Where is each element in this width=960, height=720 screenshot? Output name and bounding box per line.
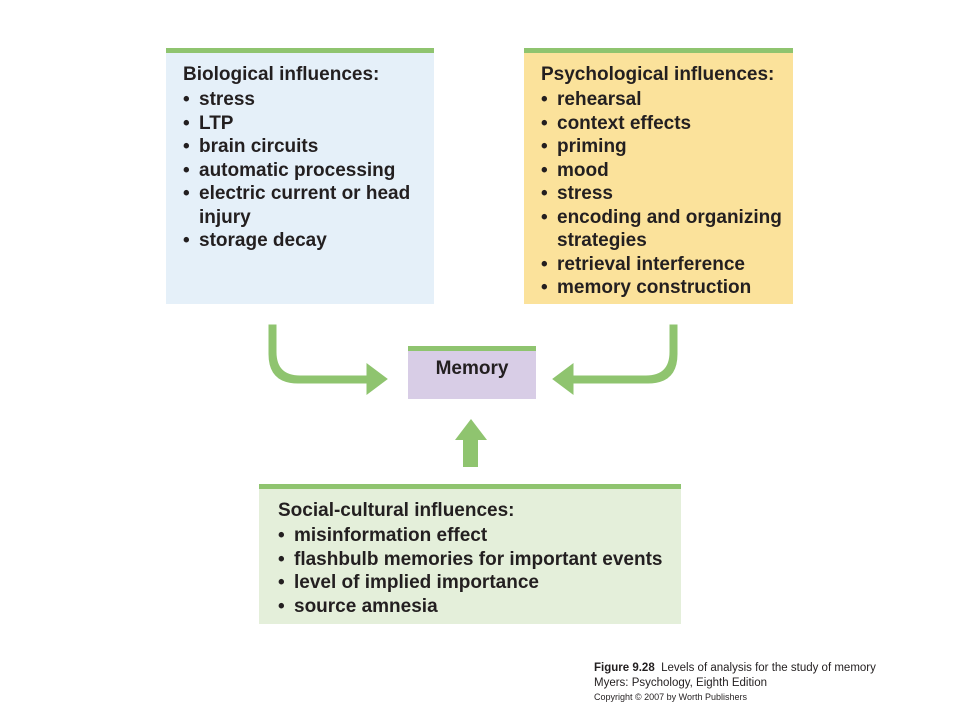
- psychological-influences-box: Psychological influences: rehearsal cont…: [524, 48, 793, 304]
- figure-caption: Figure 9.28 Levels of analysis for the s…: [594, 661, 954, 703]
- list-item: priming: [541, 135, 787, 159]
- social-cultural-influences-box: Social-cultural influences: misinformati…: [259, 484, 681, 624]
- list-item: level of implied importance: [278, 571, 673, 595]
- arrow-from-biological: [268, 324, 388, 395]
- figure-number: Figure 9.28: [594, 662, 655, 674]
- list-item: flashbulb memories for important events: [278, 548, 673, 572]
- biological-influences-box: Biological influences: stress LTP brain …: [166, 48, 434, 304]
- memory-box: Memory: [408, 346, 536, 399]
- caption-line-figure: Figure 9.28 Levels of analysis for the s…: [594, 661, 954, 676]
- arrow-from-social-cultural: [455, 419, 487, 467]
- figure-title: Levels of analysis for the study of memo…: [661, 662, 876, 674]
- list-item: brain circuits: [183, 135, 426, 159]
- list-item: LTP: [183, 112, 426, 136]
- caption-copyright: Copyright © 2007 by Worth Publishers: [594, 692, 748, 702]
- list-item: mood: [541, 159, 787, 183]
- list-item: retrieval interference: [541, 253, 787, 277]
- list-item: source amnesia: [278, 595, 673, 619]
- social-cultural-influences-list: misinformation effect flashbulb memories…: [278, 524, 673, 618]
- caption-book: Myers: Psychology, Eighth Edition: [594, 677, 768, 689]
- list-item: context effects: [541, 112, 787, 136]
- biological-influences-list: stress LTP brain circuits automatic proc…: [183, 88, 426, 253]
- list-item: rehearsal: [541, 88, 787, 112]
- psychological-influences-list: rehearsal context effects priming mood s…: [541, 88, 787, 300]
- arrow-from-psychological: [552, 324, 678, 395]
- list-item: storage decay: [183, 229, 426, 253]
- list-item: stress: [183, 88, 426, 112]
- list-item: stress: [541, 182, 787, 206]
- list-item: electric current or head injury: [183, 182, 426, 229]
- biological-influences-title: Biological influences:: [183, 64, 380, 85]
- list-item: encoding and organizing strategies: [541, 206, 787, 253]
- memory-label: Memory: [435, 358, 509, 379]
- list-item: misinformation effect: [278, 524, 673, 548]
- psychological-influences-title: Psychological influences:: [541, 64, 775, 85]
- social-cultural-influences-title: Social-cultural influences:: [278, 500, 515, 521]
- list-item: automatic processing: [183, 159, 426, 183]
- list-item: memory construction: [541, 276, 787, 300]
